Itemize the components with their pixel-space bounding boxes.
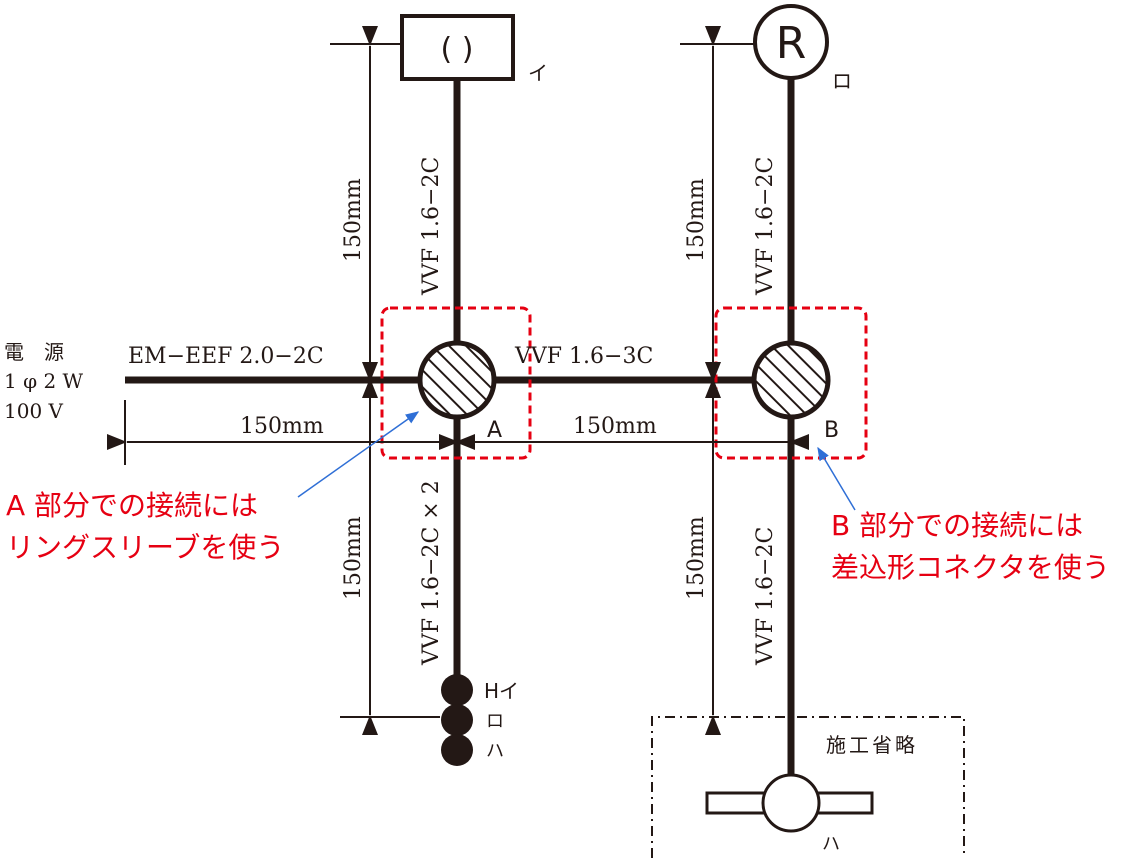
omitted-area-border [651,716,965,858]
dim-a-top-label: 150mm [341,178,366,262]
dim-b-bottom-label: 150mm [684,516,709,600]
switch-1-label: Hイ [484,679,519,703]
note-a-line1: A 部分での接続には [6,489,258,522]
note-b-line2: 差込形コネクタを使う [831,551,1110,584]
fixture-r-label: ロ [832,69,852,93]
junction-box-b [751,340,831,420]
receptacle-label: ハ [822,834,840,855]
fixture-i-label: イ [528,61,548,85]
power-source-title: 電 源 [4,340,64,364]
junction-a-label: A [487,418,502,443]
ceiling-light-symbol: ( ) [441,32,474,67]
receptacle-light-fixture-r [753,4,829,80]
power-source-phase: 1 φ 2 W [4,369,84,393]
ceiling-light-fixture-i [400,14,515,81]
switch-2-label: ロ [486,711,504,732]
receptacle-light-symbol: R [776,18,807,69]
note-b-arrow [817,446,856,511]
power-source-voltage: 100 V [4,399,64,423]
a-up-cable-label: VVF 1.6−2C [419,157,444,296]
dim-b-top-label: 150mm [684,178,709,262]
junction-b-highlight [714,306,868,460]
note-b-line1: B 部分での接続には [831,509,1083,542]
main-cable-label: EM−EEF 2.0−2C [128,344,324,369]
switch-h-i [441,674,473,706]
switch-ha [441,734,473,766]
dim-a-bottom-label: 150mm [341,516,366,600]
switch-ro [441,704,473,736]
switch-3-label: ハ [486,741,504,762]
b-down-cable-label: VVF 1.6−2C [753,527,778,666]
a-down-cable-label: VVF 1.6−2C × 2 [419,480,444,666]
omitted-label: 施工省略 [826,733,918,757]
junction-box-a [417,340,497,420]
junction-b-label: B [824,418,839,443]
dim-middle-horizontal-label: 150mm [573,414,657,439]
junction-a-highlight [380,306,532,460]
dim-left-horizontal-label: 150mm [240,414,324,439]
note-a-line2: リングスリーブを使う [6,531,284,564]
receptacle-outlet [761,773,821,833]
a-to-b-cable-label: VVF 1.6−3C [514,344,653,369]
note-a-arrow [297,411,420,498]
b-up-cable-label: VVF 1.6−2C [753,157,778,296]
